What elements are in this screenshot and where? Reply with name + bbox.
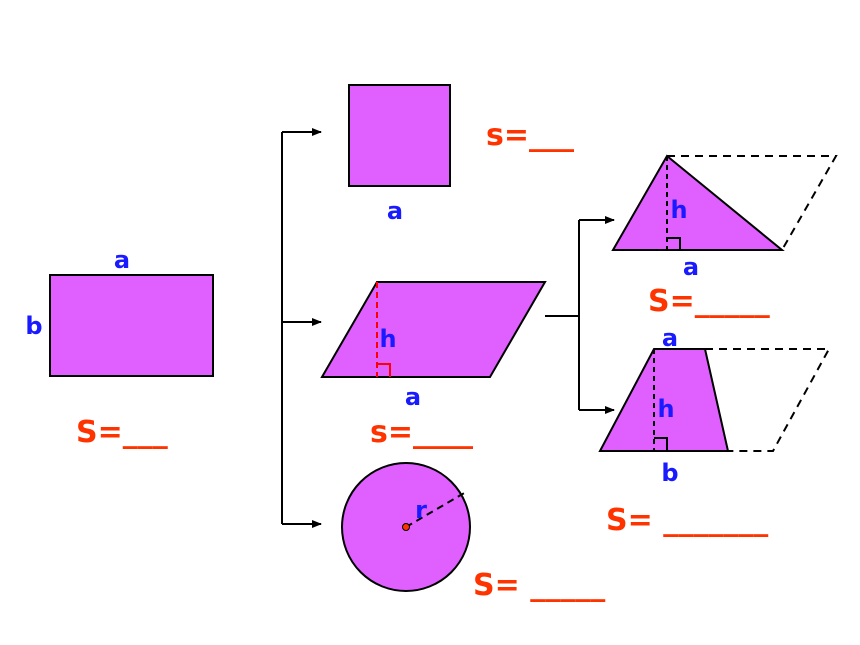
trapezoid-bottom-label: b bbox=[661, 459, 678, 487]
triangle-area-formula: S=_____ bbox=[648, 284, 770, 319]
triangle-shape bbox=[611, 154, 785, 251]
triangle-group: h a S=_____ bbox=[611, 154, 838, 319]
square-shape bbox=[348, 84, 451, 187]
triangle-right-angle-mark bbox=[667, 237, 681, 250]
square-area-formula: s=___ bbox=[486, 118, 574, 153]
triangle-height-label: h bbox=[670, 196, 687, 224]
rectangle-shape bbox=[49, 274, 214, 377]
square-group: a s=___ bbox=[348, 84, 574, 225]
right-bracket bbox=[545, 216, 615, 414]
left-bracket bbox=[281, 128, 322, 528]
parallelogram-right-angle-mark bbox=[377, 363, 391, 377]
trapezoid-right-angle-mark bbox=[654, 437, 668, 451]
parallelogram-area-formula: s=____ bbox=[370, 415, 473, 450]
parallelogram-group: h a s=____ bbox=[320, 281, 547, 450]
circle-radius-label: r bbox=[415, 496, 427, 524]
trapezoid-area-formula: S= _______ bbox=[606, 503, 768, 538]
trapezoid-group: a h b S= _______ bbox=[598, 324, 831, 538]
parallelogram-height-label: h bbox=[379, 325, 396, 353]
circle-center-dot bbox=[402, 523, 410, 531]
circle-group: r S= _____ bbox=[341, 462, 605, 603]
rectangle-height-label: b bbox=[25, 312, 42, 340]
trapezoid-completion-dashes bbox=[705, 348, 831, 452]
circle-area-formula: S= _____ bbox=[473, 568, 605, 603]
rectangle-area-formula: S=___ bbox=[76, 415, 168, 450]
trapezoid-shape bbox=[598, 348, 730, 452]
rectangle-group: a b S=___ bbox=[25, 246, 214, 450]
rectangle-width-label: a bbox=[114, 246, 130, 274]
parallelogram-shape bbox=[320, 281, 547, 378]
triangle-completion-dashes bbox=[667, 155, 838, 251]
trapezoid-height-label: h bbox=[657, 395, 674, 423]
triangle-base-label: a bbox=[683, 253, 699, 281]
parallelogram-base-label: a bbox=[405, 383, 421, 411]
trapezoid-top-label: a bbox=[662, 324, 678, 352]
square-side-label: a bbox=[387, 197, 403, 225]
